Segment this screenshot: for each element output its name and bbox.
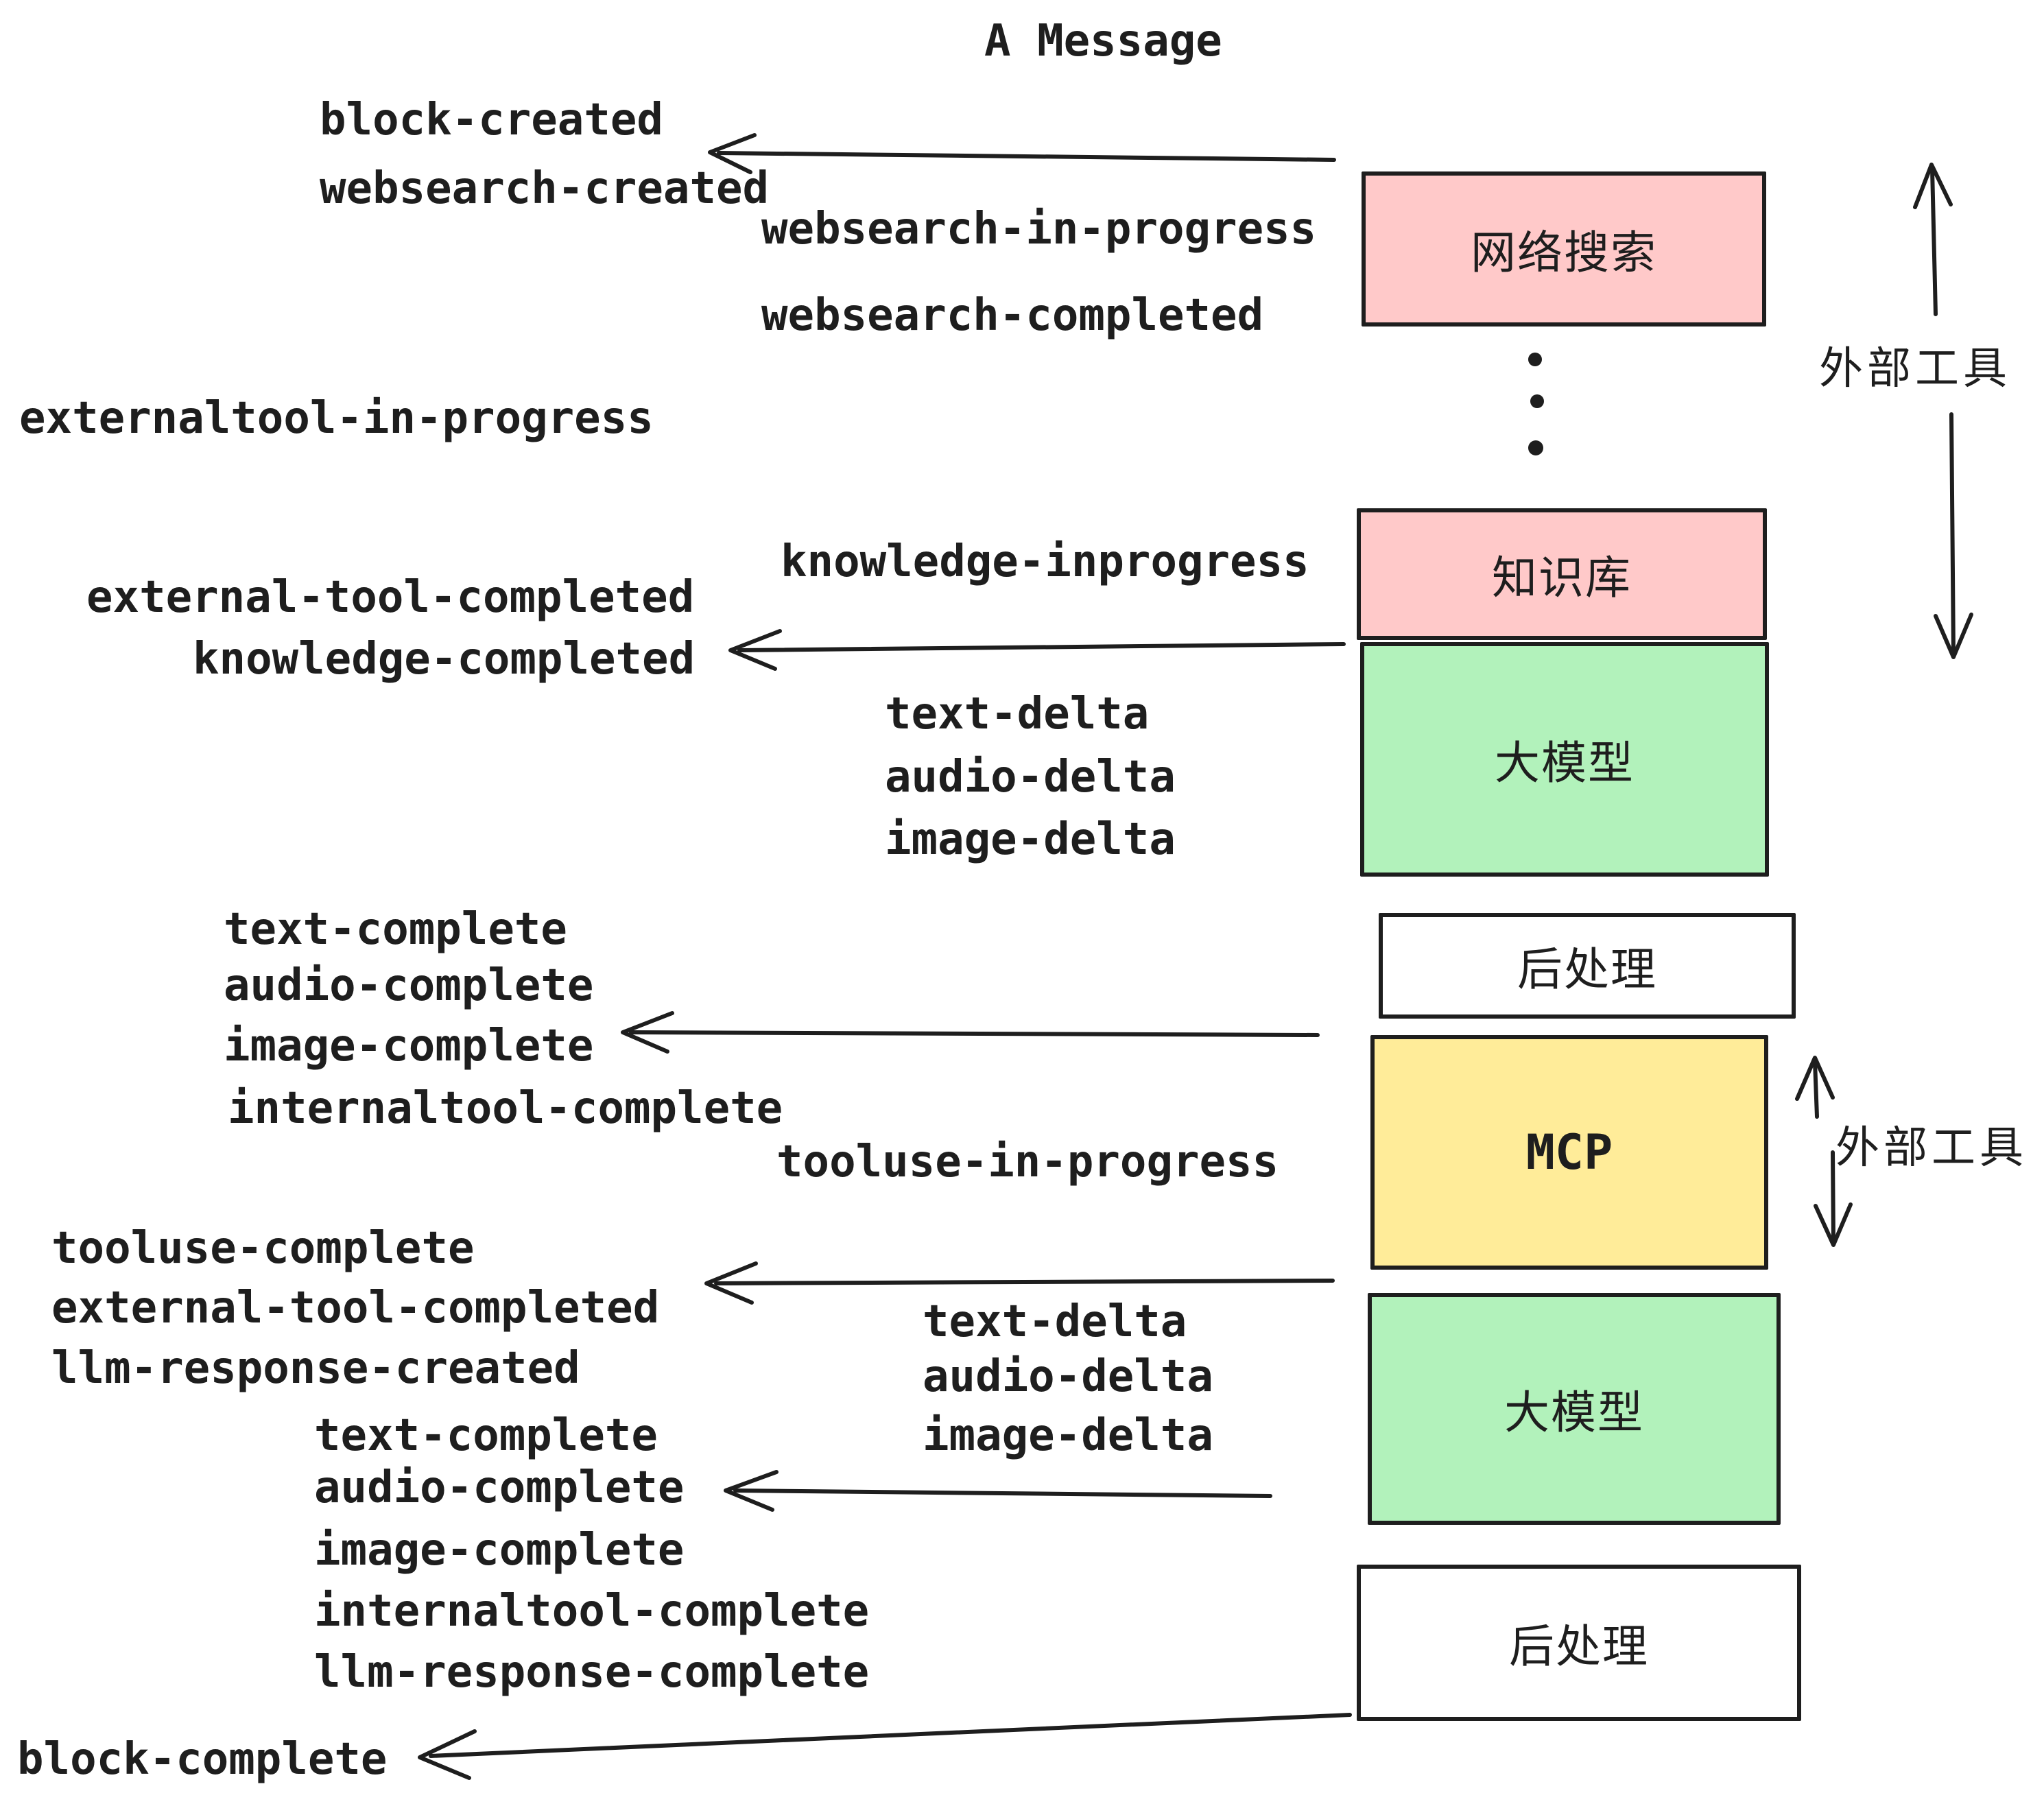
event-websearch-completed: websearch-completed [761, 290, 1264, 341]
page-title: A Message [984, 16, 1222, 67]
event-text-complete: text-complete [224, 904, 567, 955]
event-external-tool-completed-2: external-tool-completed [51, 1283, 660, 1333]
event-llm-response-created: llm-response-created [51, 1343, 580, 1394]
event-knowledge-completed: knowledge-completed [193, 634, 696, 685]
event-websearch-in-progress: websearch-in-progress [761, 204, 1317, 254]
event-image-complete: image-complete [224, 1021, 594, 1071]
box-mcp-label: MCP [1525, 1124, 1613, 1180]
event-internaltool-complete-2: internaltool-complete [314, 1586, 870, 1637]
box-mcp: MCP [1370, 1035, 1768, 1270]
external-tools-down-arrow-top [1934, 412, 1973, 659]
event-image-delta: image-delta [885, 814, 1176, 865]
box-llm-2: 大模型 [1368, 1293, 1781, 1525]
box-llm-1: 大模型 [1360, 642, 1769, 877]
external-tools-down-arrow-bottom [1814, 1150, 1853, 1247]
event-image-delta-2: image-delta [923, 1410, 1213, 1461]
event-audio-delta: audio-delta [885, 752, 1176, 803]
box-postprocess-1: 后处理 [1379, 913, 1796, 1019]
external-tools-label-top: 外部工具 [1819, 344, 2011, 393]
box-postprocess-2: 后处理 [1357, 1565, 1801, 1721]
event-text-delta-2: text-delta [923, 1296, 1187, 1347]
event-audio-complete-2: audio-complete [314, 1462, 685, 1513]
arrow-mcp-to-external-tool-completed [704, 1261, 1335, 1305]
external-tools-up-arrow-bottom [1795, 1056, 1835, 1119]
event-internaltool-complete: internaltool-complete [228, 1083, 783, 1134]
arrow-llm2-to-audio-complete [724, 1470, 1272, 1512]
ellipsis-dots [1528, 353, 1544, 455]
arrow-websearch-to-block-created [708, 133, 1336, 174]
event-tooluse-complete: tooluse-complete [51, 1223, 475, 1274]
event-text-delta: text-delta [885, 689, 1150, 739]
event-image-complete-2: image-complete [314, 1525, 685, 1576]
event-llm-response-complete: llm-response-complete [314, 1647, 870, 1698]
event-externaltool-in-progress: externaltool-in-progress [19, 393, 654, 444]
arrow-postprocess2-to-block-complete [418, 1713, 1352, 1780]
arrow-knowledge-to-knowledge-completed [728, 629, 1346, 671]
arrow-postprocess-to-image-complete [621, 1011, 1320, 1054]
box-knowledge: 知识库 [1357, 508, 1767, 640]
event-websearch-created: websearch-created [320, 163, 770, 214]
box-websearch: 网络搜索 [1362, 171, 1766, 327]
event-block-created: block-created [320, 95, 663, 145]
event-text-complete-2: text-complete [314, 1410, 658, 1461]
event-audio-complete: audio-complete [224, 960, 594, 1011]
external-tools-up-arrow-top [1913, 163, 1953, 316]
external-tools-label-bottom: 外部工具 [1835, 1123, 2028, 1172]
event-tooluse-in-progress: tooluse-in-progress [776, 1137, 1279, 1187]
event-knowledge-inprogress: knowledge-inprogress [781, 536, 1309, 587]
event-external-tool-completed: external-tool-completed [86, 572, 695, 623]
event-audio-delta-2: audio-delta [923, 1351, 1213, 1402]
event-block-complete: block-complete [17, 1734, 388, 1785]
